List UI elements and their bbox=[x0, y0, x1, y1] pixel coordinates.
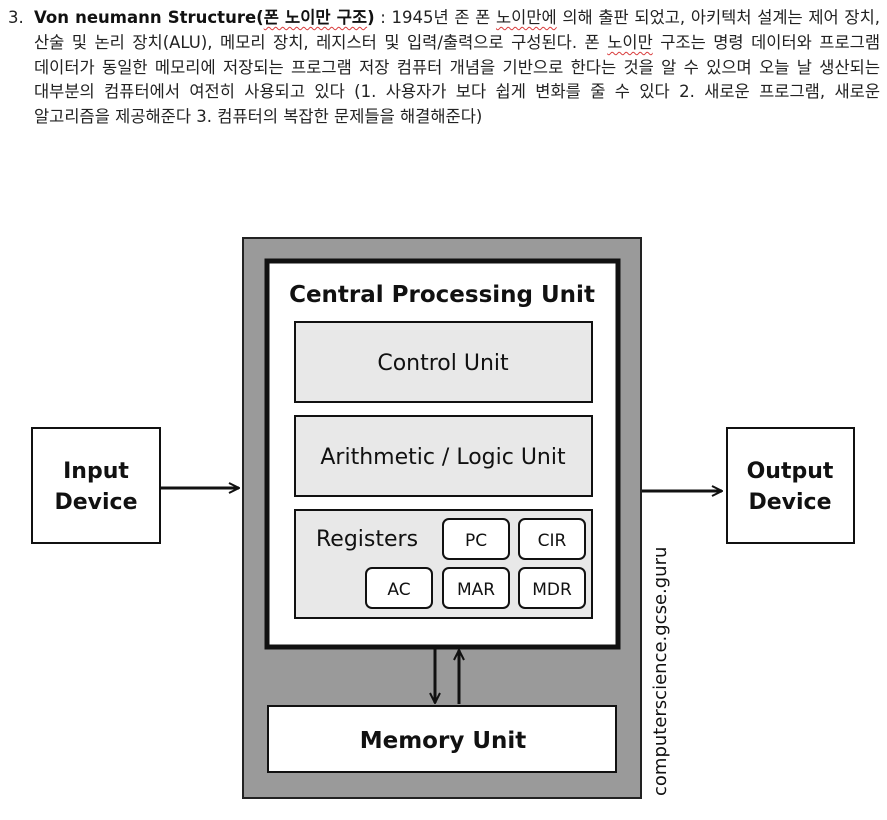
input-device-line2: Device bbox=[54, 490, 137, 515]
alu-box bbox=[294, 415, 593, 497]
cpu-title: Central Processing Unit bbox=[289, 282, 595, 308]
title-korean: 폰 노이만 구조 bbox=[263, 8, 368, 27]
register-cir-label: CIR bbox=[538, 531, 567, 551]
input-device-box bbox=[31, 427, 161, 544]
input-device-line1: Input bbox=[63, 459, 129, 484]
body-text-1: : 1945년 존 폰 bbox=[374, 8, 496, 27]
spellcheck-word-2: 노이만 bbox=[607, 32, 653, 52]
register-mdr-label: MDR bbox=[532, 580, 572, 600]
memory-unit-box bbox=[267, 705, 617, 773]
spellcheck-word-1: 노이만에 bbox=[495, 8, 557, 27]
list-number: 3. bbox=[8, 8, 24, 27]
register-pc: PC bbox=[442, 518, 510, 560]
text-block: 3. Von neumann Structure(폰 노이만 구조) : 194… bbox=[8, 6, 880, 130]
register-ac: AC bbox=[365, 567, 433, 609]
control-unit-label: Control Unit bbox=[377, 351, 509, 376]
memory-unit-label: Memory Unit bbox=[360, 728, 527, 754]
watermark-text: computerscience.gcse.guru bbox=[650, 547, 671, 796]
register-mar-label: MAR bbox=[457, 580, 495, 600]
title-suffix: ) bbox=[367, 8, 375, 27]
register-mdr: MDR bbox=[518, 567, 586, 609]
register-cir: CIR bbox=[518, 518, 586, 560]
body-text-3: 구조는 명령 데이터와 프로그램 데이터가 동일한 메모리에 저장되는 프로그램… bbox=[34, 32, 880, 127]
register-pc-label: PC bbox=[465, 531, 487, 551]
control-unit-box bbox=[294, 321, 593, 403]
registers-label: Registers bbox=[316, 527, 418, 552]
alu-label: Arithmetic / Logic Unit bbox=[320, 445, 566, 470]
output-device-box bbox=[726, 427, 855, 544]
register-ac-label: AC bbox=[387, 580, 410, 600]
output-device-line2: Device bbox=[748, 490, 831, 515]
section-title: Von neumann Structure(폰 노이만 구조) bbox=[34, 8, 375, 27]
body-text-2: 의해 출판 되었고, 아키텍처 설계는 제어 장치, 산술 및 논리 장치(AL… bbox=[34, 8, 880, 52]
register-mar: MAR bbox=[442, 567, 510, 609]
title-prefix: Von neumann Structure( bbox=[34, 8, 264, 27]
output-device-line1: Output bbox=[747, 459, 834, 484]
paragraph: Von neumann Structure(폰 노이만 구조) : 1945년 … bbox=[34, 6, 880, 130]
